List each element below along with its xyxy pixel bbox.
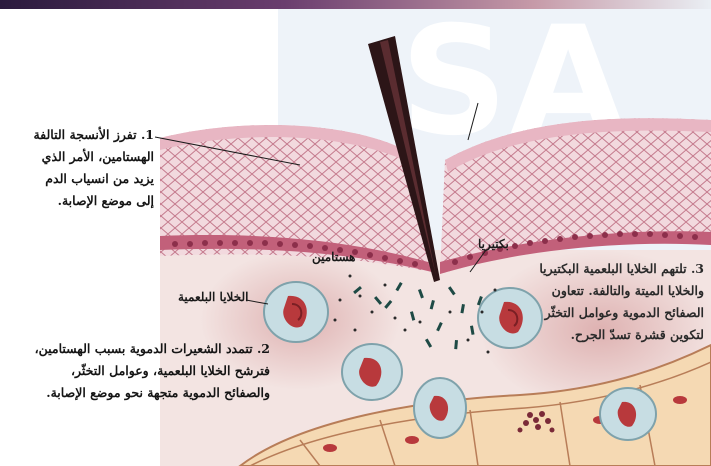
phagocyte <box>414 378 466 438</box>
caption-step-1-line: إلى موضع الإصابة. <box>6 190 154 212</box>
caption-step-2-line: والصفائح الدموية متجهة نحو موضع الإصابة. <box>2 382 270 404</box>
label-histamine: هستامين <box>312 250 356 264</box>
caption-step-1: 1. تفرز الأنسجة التالفة الهستامين، الأمر… <box>6 124 154 212</box>
caption-step-3-line: لتكوين قشرة تسدّ الجرح. <box>454 324 704 346</box>
caption-step-2: 2. تتمدد الشعيرات الدموية بسبب الهستامين… <box>2 338 270 404</box>
caption-step-1-line: الهستامين، الأمر الذي <box>6 146 154 168</box>
caption-step-1-line: 1. تفرز الأنسجة التالفة <box>6 124 154 146</box>
caption-step-2-line: فترشح الخلايا البلعمية، وعوامل التخثّر، <box>2 360 270 382</box>
caption-step-3-line: الصفائح الدموية وعوامل التخثّر <box>454 302 704 324</box>
label-bacteria: بكتيريا <box>478 237 509 251</box>
phagocyte <box>600 388 656 440</box>
phagocyte <box>342 344 402 400</box>
caption-step-2-line: 2. تتمدد الشعيرات الدموية بسبب الهستامين… <box>2 338 270 360</box>
caption-step-1-line: يزيد من انسياب الدم <box>6 168 154 190</box>
skin-left <box>160 125 432 272</box>
caption-step-3-line: 3. تلتهم الخلايا البلعمية البكتيريا <box>454 258 704 280</box>
caption-step-3-line: والخلايا الميتة والتالفة. تتعاون <box>454 280 704 302</box>
phagocyte <box>264 282 328 342</box>
label-phagocytes: الخلايا البلعمية <box>178 290 248 304</box>
caption-step-3: 3. تلتهم الخلايا البلعمية البكتيريا والخ… <box>454 258 704 346</box>
